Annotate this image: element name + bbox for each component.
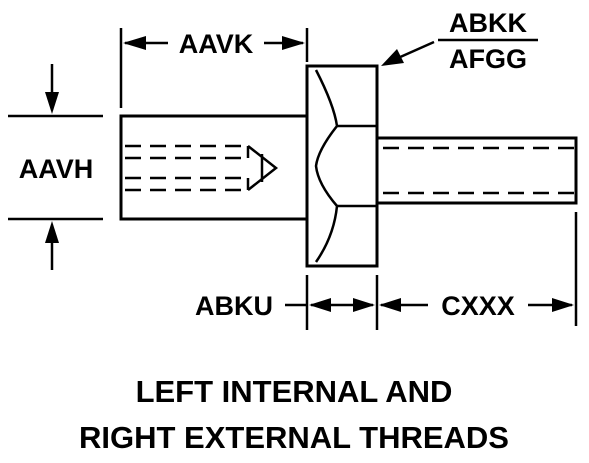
hex-head — [305, 64, 379, 268]
leader-abkk-afgg: ABKK AFGG — [381, 8, 538, 74]
dimension-label-cxxx: CXXX — [441, 291, 515, 321]
dimension-aavh: AAVH — [8, 64, 103, 270]
arrowhead — [381, 49, 404, 66]
arrowhead — [45, 221, 59, 243]
drill-point — [247, 145, 279, 191]
caption-line-1: LEFT INTERNAL AND — [136, 374, 453, 409]
caption: LEFT INTERNAL AND RIGHT EXTERNAL THREADS — [79, 374, 509, 455]
dimension-abku: ABKU — [195, 275, 379, 330]
dimension-label-aavh: AAVH — [19, 154, 94, 184]
arrowhead — [353, 298, 375, 312]
arrowhead — [45, 92, 59, 114]
arrowhead — [123, 36, 146, 50]
dimension-aavk: AAVK — [119, 28, 309, 108]
arrowhead — [552, 298, 574, 312]
arrowhead — [379, 298, 401, 312]
dimension-label-aavk: AAVK — [179, 29, 254, 59]
leader-label-abkk: ABKK — [449, 8, 527, 38]
dimension-cxxx: CXXX — [379, 212, 578, 326]
leader-label-afgg: AFGG — [449, 44, 527, 74]
left-body — [119, 114, 307, 221]
right-shaft — [377, 136, 578, 205]
hex-chamfer-curve — [314, 69, 339, 263]
caption-line-2: RIGHT EXTERNAL THREADS — [79, 420, 509, 455]
dimension-label-abku: ABKU — [195, 291, 273, 321]
arrowhead — [282, 36, 305, 50]
arrowhead — [309, 298, 331, 312]
